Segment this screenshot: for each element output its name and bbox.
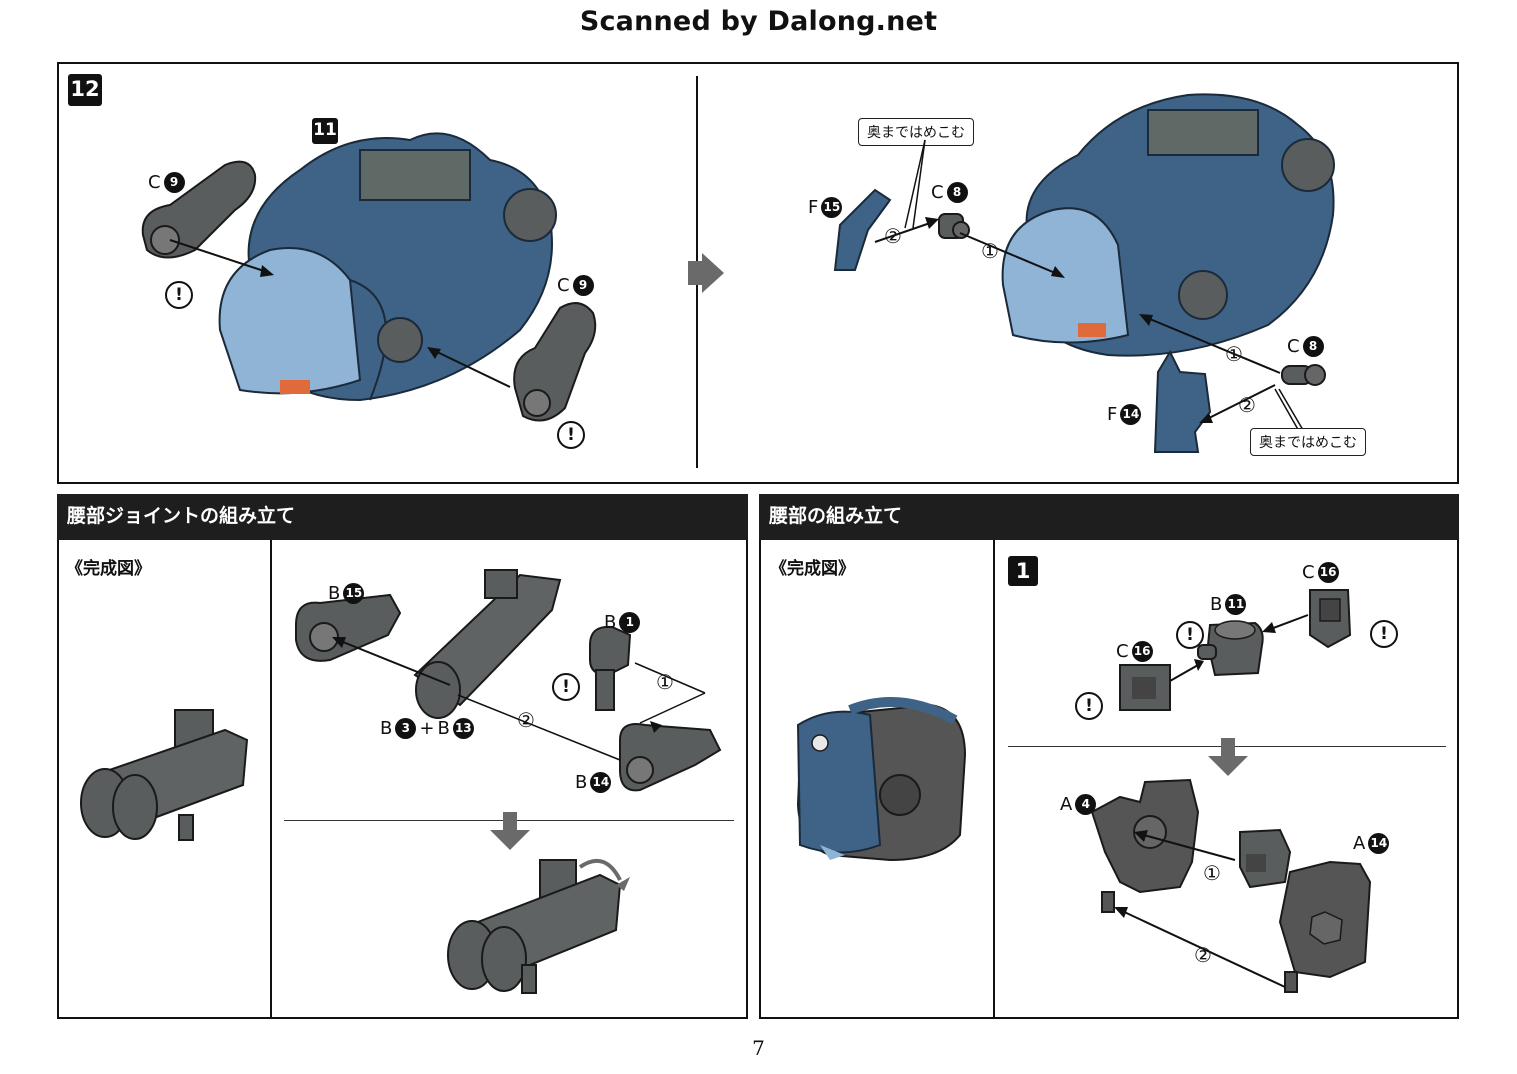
- part-c8-bottom: [1281, 364, 1326, 386]
- order-mark-1: ①: [656, 670, 674, 694]
- waist-joint-completed-illustration: [80, 709, 249, 841]
- assembly-arrows-top: [874, 139, 1065, 278]
- part-c8-top: [938, 213, 970, 239]
- step-arrow-right-icon: [688, 253, 724, 293]
- step-number-badge: 12: [68, 74, 102, 106]
- order-mark-2: ②: [517, 708, 535, 732]
- waist-completed-label: 《完成図》: [770, 559, 855, 579]
- page-number: 7: [752, 1036, 765, 1060]
- waist-step1-parts-illustration: [1119, 589, 1352, 711]
- torso-assembly-left: [218, 132, 557, 402]
- order-mark-1: ①: [1225, 342, 1243, 366]
- part-f14: [1153, 349, 1212, 453]
- part-f15: [833, 188, 892, 271]
- part-c9-right: [513, 302, 597, 422]
- ref-step-badge: 11: [312, 118, 338, 144]
- warning-icon: !: [165, 281, 193, 309]
- warning-icon: !: [1176, 621, 1204, 649]
- waist-completed-illustration: [796, 697, 967, 862]
- waist-joint-exploded-illustration: [295, 569, 722, 792]
- waist-joint-result-illustration: [447, 858, 630, 994]
- waist-title: 腰部の組み立て: [759, 494, 1459, 540]
- waist-divider: [993, 540, 995, 1019]
- arrow-c9-right: [427, 347, 511, 388]
- waist-joint-completed-label: 《完成図》: [66, 559, 151, 579]
- callout-press-fully-bottom: 奥まではめこむ: [1250, 428, 1366, 456]
- step-arrow-down-icon: [1208, 738, 1248, 776]
- warning-icon: !: [1075, 692, 1103, 720]
- scan-credit: Scanned by Dalong.net: [579, 6, 938, 37]
- order-mark-1: ①: [1203, 861, 1221, 885]
- torso-assembly-right: [1001, 93, 1335, 357]
- part-c9-left: [141, 160, 257, 259]
- order-mark-2: ②: [1194, 943, 1212, 967]
- arrow-c9-left: [169, 239, 274, 277]
- waist-step-number-badge: 1: [1008, 556, 1038, 586]
- waist-joint-divider: [270, 540, 272, 1019]
- step-arrow-down-icon: [490, 812, 530, 850]
- warning-icon: !: [557, 421, 585, 449]
- warning-icon: !: [552, 673, 580, 701]
- waist-step1-result-illustration: [1090, 778, 1372, 993]
- warning-icon: !: [1370, 620, 1398, 648]
- order-mark-1: ①: [981, 239, 999, 263]
- waist-joint-title: 腰部ジョイントの組み立て: [57, 494, 748, 540]
- callout-press-fully-top: 奥まではめこむ: [858, 118, 974, 146]
- order-mark-2: ②: [884, 224, 902, 248]
- order-mark-2: ②: [1238, 393, 1256, 417]
- assembly-arrows-bottom: [1139, 314, 1304, 434]
